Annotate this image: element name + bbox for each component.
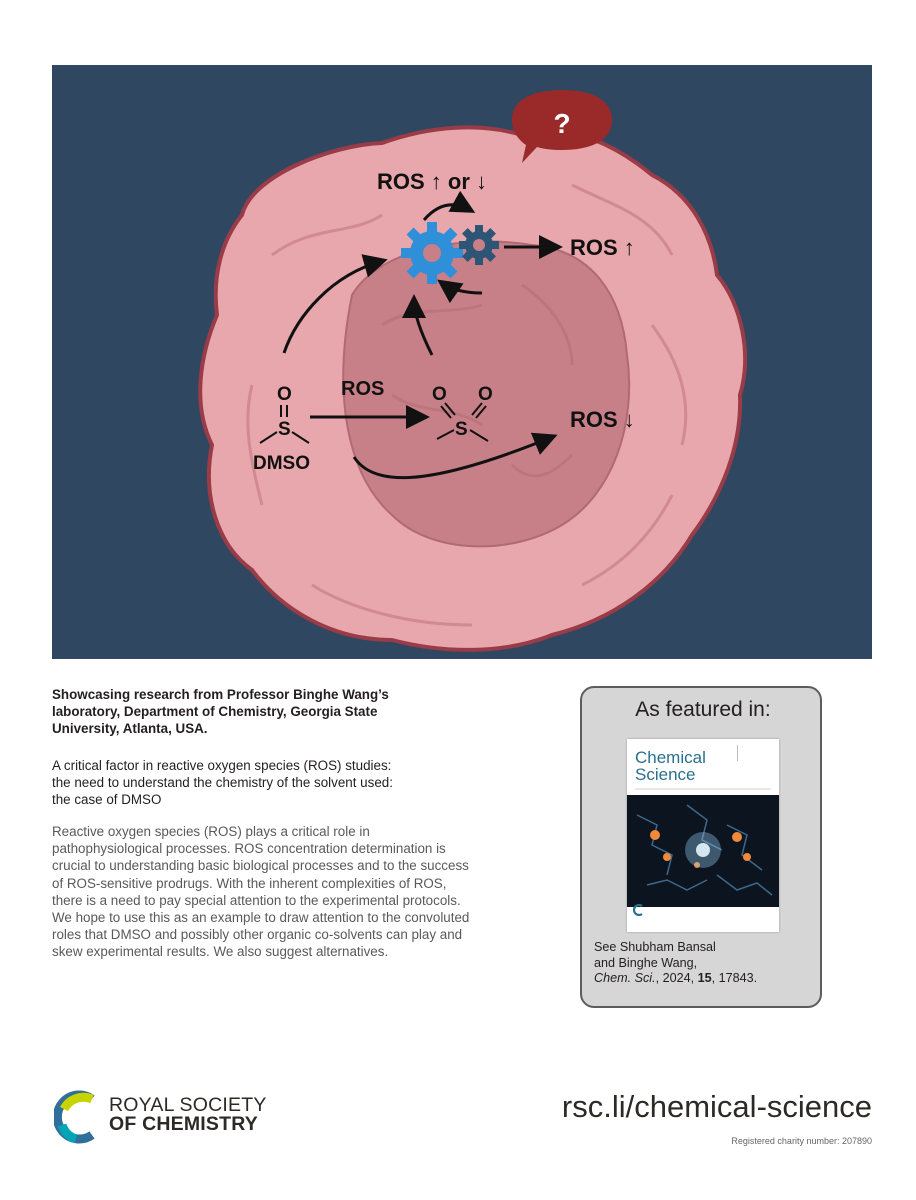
abstract: Reactive oxygen species (ROS) plays a cr…: [52, 824, 470, 960]
cover-title: Chemical Science: [635, 748, 706, 784]
dmso-label: DMSO: [253, 453, 310, 474]
rsc-logo-icon[interactable]: [54, 1087, 104, 1147]
label-ros-reaction: ROS: [341, 378, 384, 400]
featured-title: As featured in:: [635, 698, 771, 721]
featured-box: As featured in: Chemical Science: [580, 686, 822, 1008]
cover-footer: [633, 902, 773, 926]
logo-line-1: ROYAL SOCIETY: [109, 1094, 267, 1116]
citation-year: , 2024,: [655, 971, 698, 985]
citation-line-1: See Shubham Bansal: [594, 940, 716, 954]
dmso-oxygen: O: [277, 384, 292, 405]
article-title: A critical factor in reactive oxygen spe…: [52, 758, 393, 807]
dmso-molecule: O S DMSO: [253, 384, 310, 474]
charity-number: Registered charity number: 207890: [731, 1136, 872, 1146]
logo-line-2: OF CHEMISTRY: [109, 1113, 259, 1135]
headline: Showcasing research from Professor Bingh…: [52, 687, 389, 736]
cover-info: [737, 745, 773, 761]
label-ros-up: ROS ↑: [570, 235, 635, 260]
dmso2-molecule: O O S: [432, 384, 493, 442]
question-mark: ?: [553, 108, 570, 139]
dmso-sulfur: S: [278, 419, 291, 440]
rsc-logo-text: ROYAL SOCIETY OF CHEMISTRY: [109, 1094, 267, 1135]
citation-journal: Chem. Sci.: [594, 971, 656, 985]
cover-artwork: [627, 795, 779, 907]
dmso2-sulfur: S: [455, 419, 468, 440]
citation-pages: , 17843.: [711, 971, 758, 985]
cover-rsc-logo-icon: [633, 904, 643, 916]
label-ros-up-or-down: ROS ↑ or ↓: [377, 169, 487, 194]
site-url-link[interactable]: rsc.li/chemical-science: [561, 1089, 872, 1124]
gear-icon-blue: [401, 222, 463, 284]
dmso2-oxygen-left: O: [432, 384, 447, 405]
cover-divider: [635, 788, 771, 790]
cell-diagram: ? ROS ↑ or ↓: [198, 90, 747, 652]
label-ros-down: ROS ↓: [570, 407, 635, 432]
citation-line-2: and Binghe Wang,: [594, 955, 698, 970]
journal-cover[interactable]: Chemical Science: [627, 739, 779, 932]
gear-icon-dark: [459, 225, 499, 265]
citation: See Shubham Bansal and Binghe Wang, Chem…: [594, 940, 816, 987]
citation-volume: 15: [697, 971, 712, 985]
question-bubble: [512, 90, 612, 163]
dmso2-oxygen-right: O: [478, 384, 493, 405]
cover-illustration: ? ROS ↑ or ↓: [52, 65, 872, 659]
